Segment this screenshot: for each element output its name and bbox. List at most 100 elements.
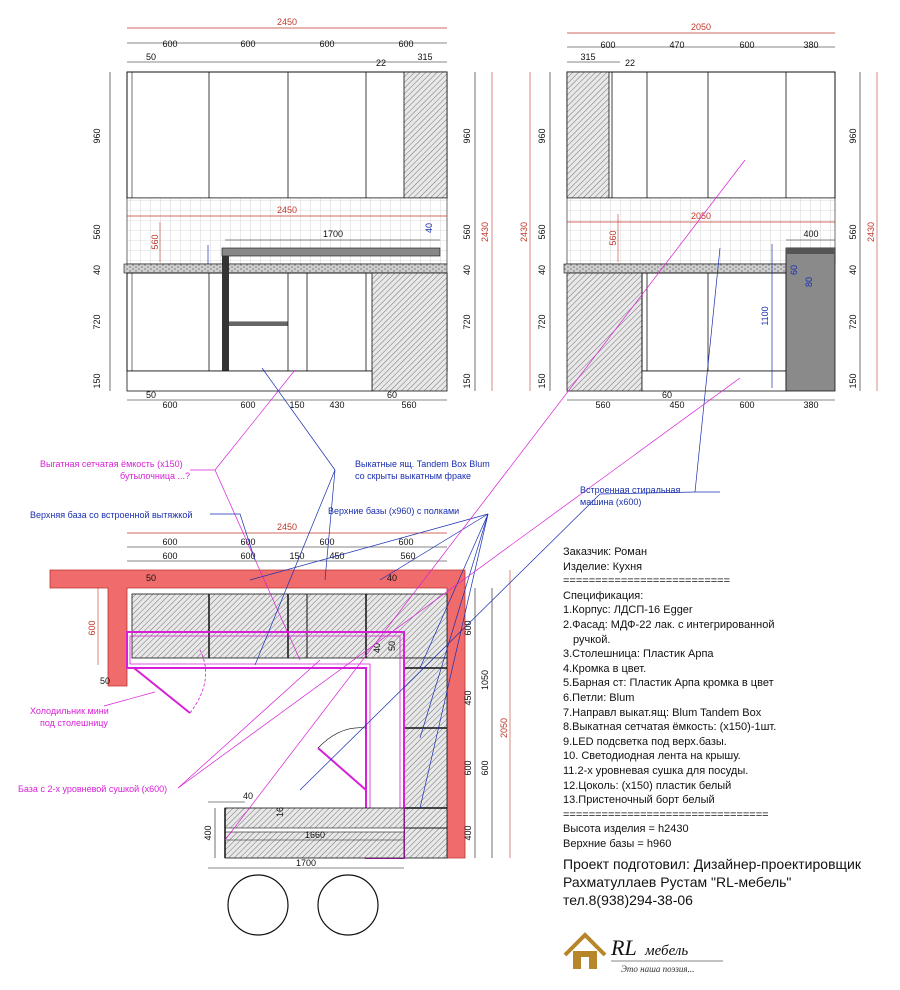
left-upper-w4: 600 [398,39,413,49]
spec-line: ручкой. [573,633,611,646]
note-net-container: Выгатная сетчатая ёмкость (х150) [40,459,183,469]
plan-right-total: 2050 [499,718,509,738]
spec-line: 10. Светодиодная лента на крышу. [563,750,741,763]
plan-row2-3: 150 [289,551,304,561]
plan-lower-1660: 1660 [305,830,325,840]
rl-logo: RL мебель Это наша поэзия... [563,932,723,974]
plan-lower-400-l: 400 [203,825,213,840]
left-base-w2: 600 [162,400,177,410]
note-drawers-2: со скрыты выкатным фраке [355,471,471,481]
plan-lower-40: 40 [243,791,253,801]
right-total-height: 2430 [866,222,876,242]
logo-mark: RL [610,935,637,960]
spec-line: Заказчик: Роман [563,546,648,558]
right-hr-960: 960 [848,128,858,143]
spec-line: 5.Барная ст: Пластик Арпа кромка в цвет [563,677,774,690]
right-tall-sub2: 80 [804,277,814,287]
plan-small-50: 50 [387,641,397,651]
note-fridge: Холодильник мини [30,706,109,716]
right-elevation: 2050 600 470 600 380 315 22 2050 560 400… [519,22,878,410]
credit-line-1: Проект подготовил: Дизайнер-проектировщи… [563,856,861,872]
plan-row2-1: 600 [162,551,177,561]
right-h-150: 150 [537,373,547,388]
stool-right [317,874,379,936]
spec-line: 13.Пристеночный борт белый [563,794,715,807]
plan-top-width: 2450 [277,522,297,532]
right-bar-height: 1100 [760,306,770,325]
right-tile-height: 560 [608,230,618,245]
plan-right-5: 600 [480,760,490,775]
left-hr-560: 560 [462,224,472,239]
stool-left [227,874,289,936]
note-dryer: База с 2-х уровневой сушкой (х600) [18,784,167,794]
left-h-150: 150 [92,373,102,388]
spec-line: ========================== [563,575,731,588]
right-hr-720: 720 [848,314,858,329]
left-base-w4: 150 [289,400,304,410]
plan-row2-5: 560 [400,551,415,561]
right-base-w1: 560 [595,400,610,410]
plan-edge-40: 40 [387,573,397,583]
right-upper-sub1: 315 [580,52,595,62]
leader-lines [103,159,746,841]
plan-row1-3: 600 [319,537,334,547]
plan-view: 2450 600 600 600 600 600 600 150 450 560… [49,522,511,936]
house-icon [563,932,607,969]
plan-lower-400-r: 400 [463,825,473,840]
plan-row1-2: 600 [240,537,255,547]
plan-right-4: 1050 [480,670,490,690]
plan-right-3: 600 [463,760,473,775]
spec-line: 7.Направл выкат.ящ: Blum Tandem Box [563,706,762,719]
left-tile-height: 560 [150,234,160,249]
left-h-720: 720 [92,314,102,329]
right-hr-560: 560 [848,224,858,239]
logo-slogan: Это наша поэзия... [621,964,694,974]
plan-left-depth: 600 [87,620,97,635]
note-fridge-2: под столешницу [40,718,108,728]
left-top-width: 2450 [277,17,297,27]
plan-row1-1: 600 [162,537,177,547]
logo-word: мебель [644,943,688,959]
spec-line: 6.Петли: Blum [563,691,635,704]
left-base-w6: 60 [387,390,397,400]
left-h-560: 560 [92,224,102,239]
note-upper-hood: Верхняя база со встроенной вытяжкой [30,510,192,520]
left-base-w5: 430 [329,400,344,410]
spec-line: 11.2-х уровневая сушка для посуды. [563,764,749,777]
spec-line: ================================ [563,808,769,821]
right-hr-150: 150 [848,373,858,388]
left-elevation: 2450 600 600 600 600 50 22 315 2450 560 … [92,17,493,410]
spec-line: Высота изделия = h2430 [563,823,689,836]
right-upper-sub2: 22 [625,58,635,68]
right-h-560: 560 [537,224,547,239]
spec-line: 3.Столешница: Пластик Арпа [563,648,714,661]
left-base-w1: 50 [146,390,156,400]
plan-right-2: 450 [463,690,473,705]
note-washer: Встроенная стиральная [580,485,681,495]
left-upper-w3: 600 [319,39,334,49]
plan-lower-16: 16 [275,807,285,817]
spec-line: 2.Фасад: МДФ-22 лак. с интегрированной [563,618,775,631]
right-h-960: 960 [537,128,547,143]
note-upper-bases: Верхние базы (х960) с полками [328,506,459,516]
plan-lower-1700: 1700 [296,858,316,868]
note-drawers: Выкатные ящ. Tandem Box Blum [355,459,490,469]
right-base-w4: 600 [739,400,754,410]
plan-small-40: 40 [372,643,382,653]
left-total-height: 2430 [480,222,490,242]
left-upper-sub3: 315 [417,52,432,62]
right-base-w3: 450 [669,400,684,410]
note-net-container-2: бутылочница ...? [120,471,190,481]
left-upper-sub2: 22 [376,58,386,68]
left-base-w3: 600 [240,400,255,410]
left-hr-150: 150 [462,373,472,388]
plan-left-50: 50 [100,676,110,686]
spec-line: 8.Выкатная сетчатая ёмкость: (х150)-1шт. [563,721,777,734]
right-upper-w3: 600 [739,40,754,50]
left-upper-w1: 600 [162,39,177,49]
spec-line: Изделие: Кухня [563,560,643,573]
note-washer-2: машина (х600) [580,497,641,507]
right-top-width: 2050 [691,22,711,32]
left-bar-width: 1700 [323,229,343,239]
